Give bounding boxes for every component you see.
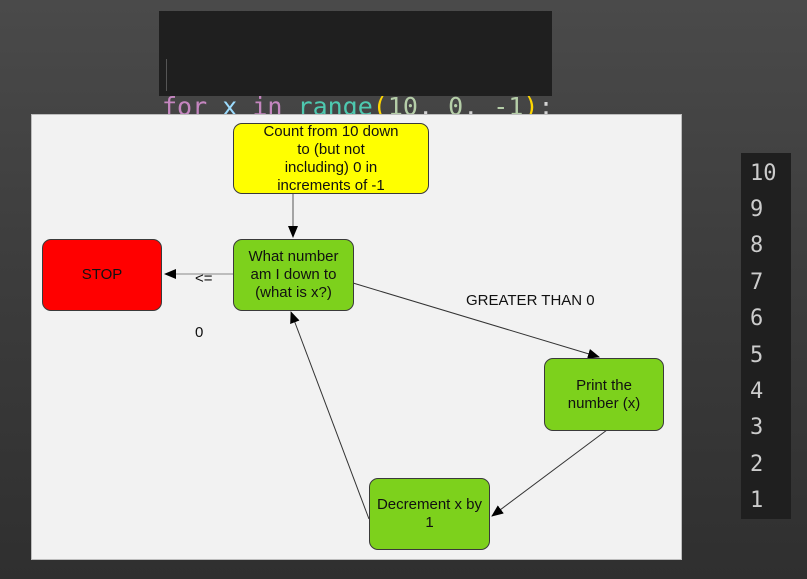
comma: , (463, 92, 479, 121)
arrow-decrement-to-check (290, 311, 370, 520)
decrement-box-line: Decrement x by (376, 496, 483, 513)
check-box-line: am I down to (250, 266, 337, 283)
arrow-check-to-print (352, 282, 600, 359)
indent-guide (166, 59, 167, 91)
print-box-line: number (x) (567, 394, 641, 412)
check-box: What number am I down to (what is x?) (233, 239, 354, 311)
output-line: 10 (750, 161, 777, 186)
flowchart-canvas: Count from 10 down to (but not including… (31, 114, 682, 560)
print-box: Print the number (x) (544, 358, 664, 431)
paren-open: ( (372, 92, 388, 121)
output-line: 1 (750, 488, 764, 513)
output-line: 2 (750, 452, 764, 477)
le-label-line: 0 (195, 324, 204, 341)
output-line: 8 (750, 233, 764, 258)
variable-x: x (222, 92, 238, 121)
comma: , (417, 92, 434, 121)
greater-than-zero-label: GREATER THAN 0 (466, 292, 595, 309)
start-box-line: increments of -1 (277, 176, 385, 194)
stop-box-label: STOP (81, 266, 123, 283)
code-editor-snippet: for x in range(10, 0, -1): print (x) (159, 11, 554, 229)
stop-box: STOP (42, 239, 162, 311)
le-label-line: <= (195, 270, 213, 287)
output-line: 9 (750, 197, 764, 222)
arrow-print-to-decrement (491, 429, 608, 517)
decrement-box: Decrement x by 1 (369, 478, 490, 550)
check-box-line: What number (248, 248, 339, 265)
flowchart-arrows (164, 194, 608, 520)
start-box-line: Count from 10 down (263, 122, 399, 140)
check-box-line: (what is x?) (255, 284, 332, 301)
arg-stop: 0 (448, 92, 464, 121)
paren-close: ) (523, 92, 539, 121)
colon: : (538, 92, 554, 121)
console-output: 10 9 8 7 6 5 4 3 2 1 (741, 153, 791, 519)
print-box-line: Print the (576, 376, 632, 394)
output-line: 6 (750, 306, 764, 331)
less-equal-zero-label: <= 0 (195, 234, 213, 378)
decrement-box-line: 1 (425, 514, 434, 531)
start-box-line: including) 0 in (284, 158, 378, 176)
code-line-1: for x in range(10, 0, -1): (162, 89, 554, 125)
output-line: 5 (750, 343, 764, 368)
start-box: Count from 10 down to (but not including… (233, 123, 429, 194)
start-box-line: to (but not (297, 140, 365, 158)
output-line: 7 (750, 270, 764, 295)
output-line: 3 (750, 415, 764, 440)
output-line: 4 (750, 379, 764, 404)
